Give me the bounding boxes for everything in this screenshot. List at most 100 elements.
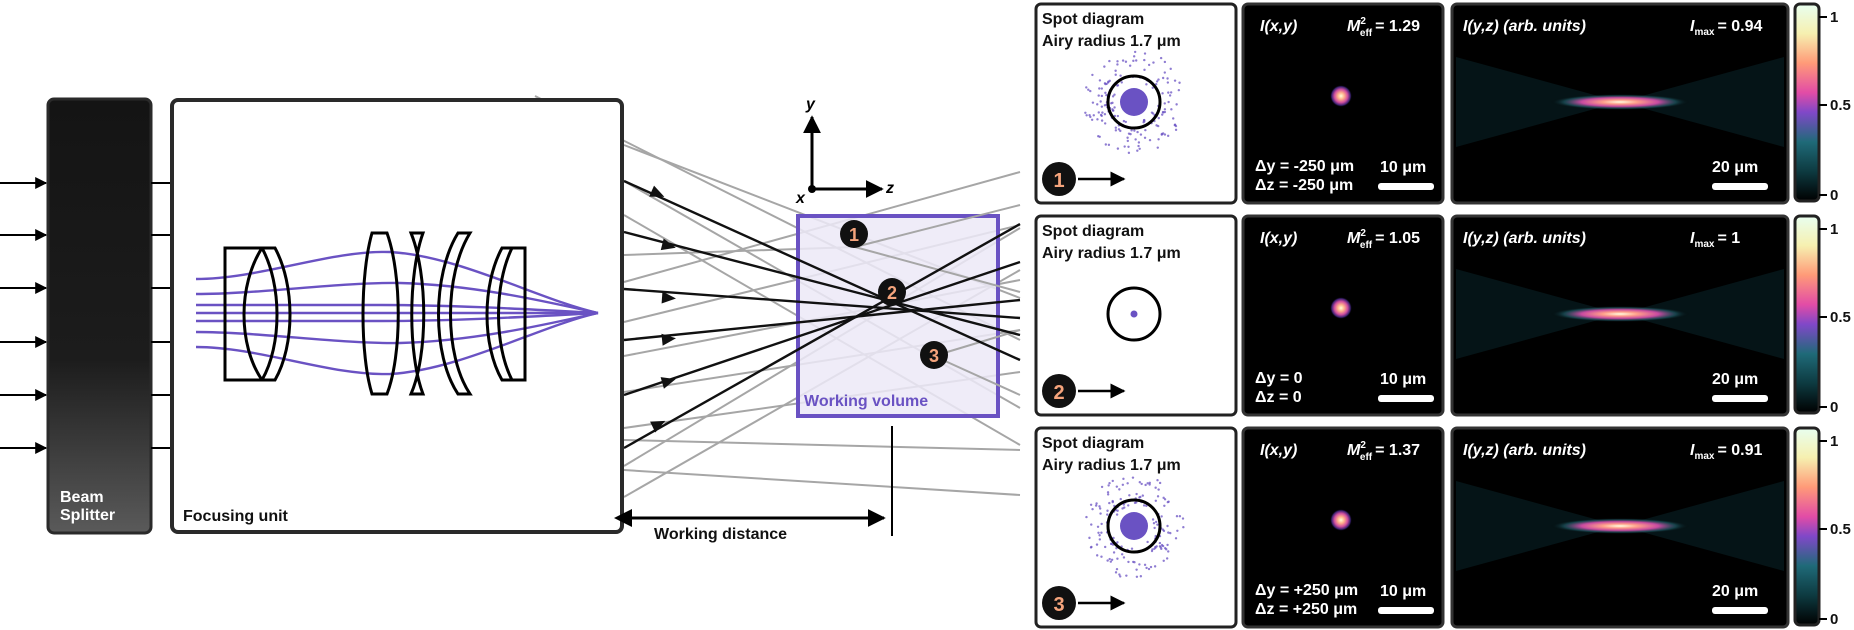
delta-y-label: Δy = -250 μm bbox=[1255, 158, 1354, 175]
m2-value: = 1.29 bbox=[1375, 18, 1420, 35]
scale-bar-xy-label: 10 μm bbox=[1380, 371, 1426, 388]
imax-value: = 0.94 bbox=[1717, 18, 1762, 35]
scale-bar-xy-label: 10 μm bbox=[1380, 583, 1426, 600]
scale-bar-xy bbox=[1378, 395, 1434, 402]
airy-radius-label: Airy radius 1.7 μm bbox=[1042, 457, 1181, 474]
colorbar-1: 10.50 bbox=[1793, 2, 1851, 204]
spot-diagram-title: Spot diagram bbox=[1042, 223, 1144, 240]
imax-symbol: I bbox=[1690, 442, 1695, 459]
colorbar-3: 10.50 bbox=[1793, 426, 1851, 628]
row-badge bbox=[1042, 586, 1076, 620]
ixy-label: I(x,y) bbox=[1260, 230, 1297, 247]
spot-scatter-points bbox=[1084, 50, 1181, 155]
m2-sub: eff bbox=[1360, 240, 1373, 251]
focal-point-badges: 1 2 3 bbox=[840, 220, 948, 369]
intensity-yz-panel: I(y,z) (arb. units) Imax= 0.94 20 μm bbox=[1450, 2, 1790, 205]
colorbar-tick-label: 0.5 bbox=[1830, 309, 1851, 326]
delta-y-label: Δy = 0 bbox=[1255, 370, 1303, 387]
colorbar-tick-label: 0.5 bbox=[1830, 97, 1851, 114]
m2-symbol: M bbox=[1347, 442, 1361, 459]
focal-badge-1: 1 bbox=[849, 225, 859, 245]
ixy-label: I(x,y) bbox=[1260, 442, 1297, 459]
axis-x-label: x bbox=[795, 190, 806, 207]
spot-core bbox=[1130, 310, 1138, 318]
iyz-label: I(y,z) (arb. units) bbox=[1463, 18, 1586, 35]
spot-diagram-title: Spot diagram bbox=[1042, 435, 1144, 452]
spot-core bbox=[1120, 512, 1148, 540]
m2-sup: 2 bbox=[1360, 16, 1366, 27]
row-badge-number: 3 bbox=[1053, 594, 1064, 616]
axis-y-label: y bbox=[805, 96, 816, 113]
focal-line-yz bbox=[1550, 518, 1690, 534]
m2-symbol: M bbox=[1347, 230, 1361, 247]
focal-badge-2: 2 bbox=[887, 283, 897, 303]
colorbar-2: 10.50 bbox=[1793, 214, 1851, 416]
m2-sup: 2 bbox=[1360, 440, 1366, 451]
scale-bar-xy bbox=[1378, 183, 1434, 190]
scale-bar-yz bbox=[1712, 607, 1768, 614]
intensity-yz-panel: I(y,z) (arb. units) Imax= 1 20 μm bbox=[1450, 214, 1790, 417]
row-badge bbox=[1042, 374, 1076, 408]
scale-bar-yz-label: 20 μm bbox=[1712, 371, 1758, 388]
colorbar-tick-label: 1 bbox=[1830, 9, 1838, 26]
airy-radius-label: Airy radius 1.7 μm bbox=[1042, 33, 1181, 50]
working-volume: Working volume bbox=[796, 214, 1000, 418]
beam-direction-arrowheads bbox=[649, 185, 676, 433]
working-volume-label: Working volume bbox=[804, 393, 928, 410]
imax-value: = 0.91 bbox=[1717, 442, 1762, 459]
imax-sub: max bbox=[1694, 239, 1714, 250]
focal-spot-xy bbox=[1330, 509, 1352, 531]
airy-circle bbox=[1106, 286, 1162, 342]
imax-value: = 1 bbox=[1717, 230, 1740, 247]
delta-z-label: Δz = -250 μm bbox=[1255, 177, 1353, 194]
scale-bar-yz bbox=[1712, 183, 1768, 190]
black-beam-fan bbox=[623, 179, 1021, 450]
working-distance-indicator: Working distance bbox=[614, 426, 893, 543]
focal-line-yz bbox=[1550, 94, 1690, 110]
imax-label: Imax= 0.94 bbox=[1690, 18, 1763, 38]
imax-sub: max bbox=[1694, 27, 1714, 38]
colorbar-tick-label: 0 bbox=[1830, 399, 1838, 416]
m2-sub: eff bbox=[1360, 28, 1373, 39]
m2-value: = 1.05 bbox=[1375, 230, 1420, 247]
beam-splitter-label-1: Beam bbox=[60, 489, 104, 506]
m2-sub: eff bbox=[1360, 452, 1373, 463]
delta-z-label: Δz = 0 bbox=[1255, 389, 1302, 406]
focusing-unit-label: Focusing unit bbox=[183, 508, 289, 525]
scale-bar-yz-label: 20 μm bbox=[1712, 159, 1758, 176]
imax-sub: max bbox=[1694, 451, 1714, 462]
imax-symbol: I bbox=[1690, 230, 1695, 247]
row-badge bbox=[1042, 162, 1076, 196]
focal-line-yz bbox=[1550, 306, 1690, 322]
colorbar-tick-label: 0 bbox=[1830, 611, 1838, 628]
airy-circle bbox=[1106, 498, 1162, 554]
imax-label: Imax= 1 bbox=[1690, 230, 1740, 250]
airy-circle bbox=[1106, 74, 1162, 130]
beam-splitter: Beam Splitter bbox=[46, 97, 153, 535]
colorbar-tick-label: 1 bbox=[1830, 433, 1838, 450]
ixy-label: I(x,y) bbox=[1260, 18, 1297, 35]
scale-bar-yz bbox=[1712, 395, 1768, 402]
iyz-label: I(y,z) (arb. units) bbox=[1463, 230, 1586, 247]
imax-label: Imax= 0.91 bbox=[1690, 442, 1763, 462]
delta-y-label: Δy = +250 μm bbox=[1255, 582, 1358, 599]
row-badge-number: 2 bbox=[1053, 382, 1064, 404]
spot-core bbox=[1120, 88, 1148, 116]
airy-radius-label: Airy radius 1.7 μm bbox=[1042, 245, 1181, 262]
colorbar-tick-label: 1 bbox=[1830, 221, 1838, 238]
input-beam-arrows bbox=[0, 177, 48, 454]
scale-bar-xy bbox=[1378, 607, 1434, 614]
colorbar-tick-label: 0 bbox=[1830, 187, 1838, 204]
